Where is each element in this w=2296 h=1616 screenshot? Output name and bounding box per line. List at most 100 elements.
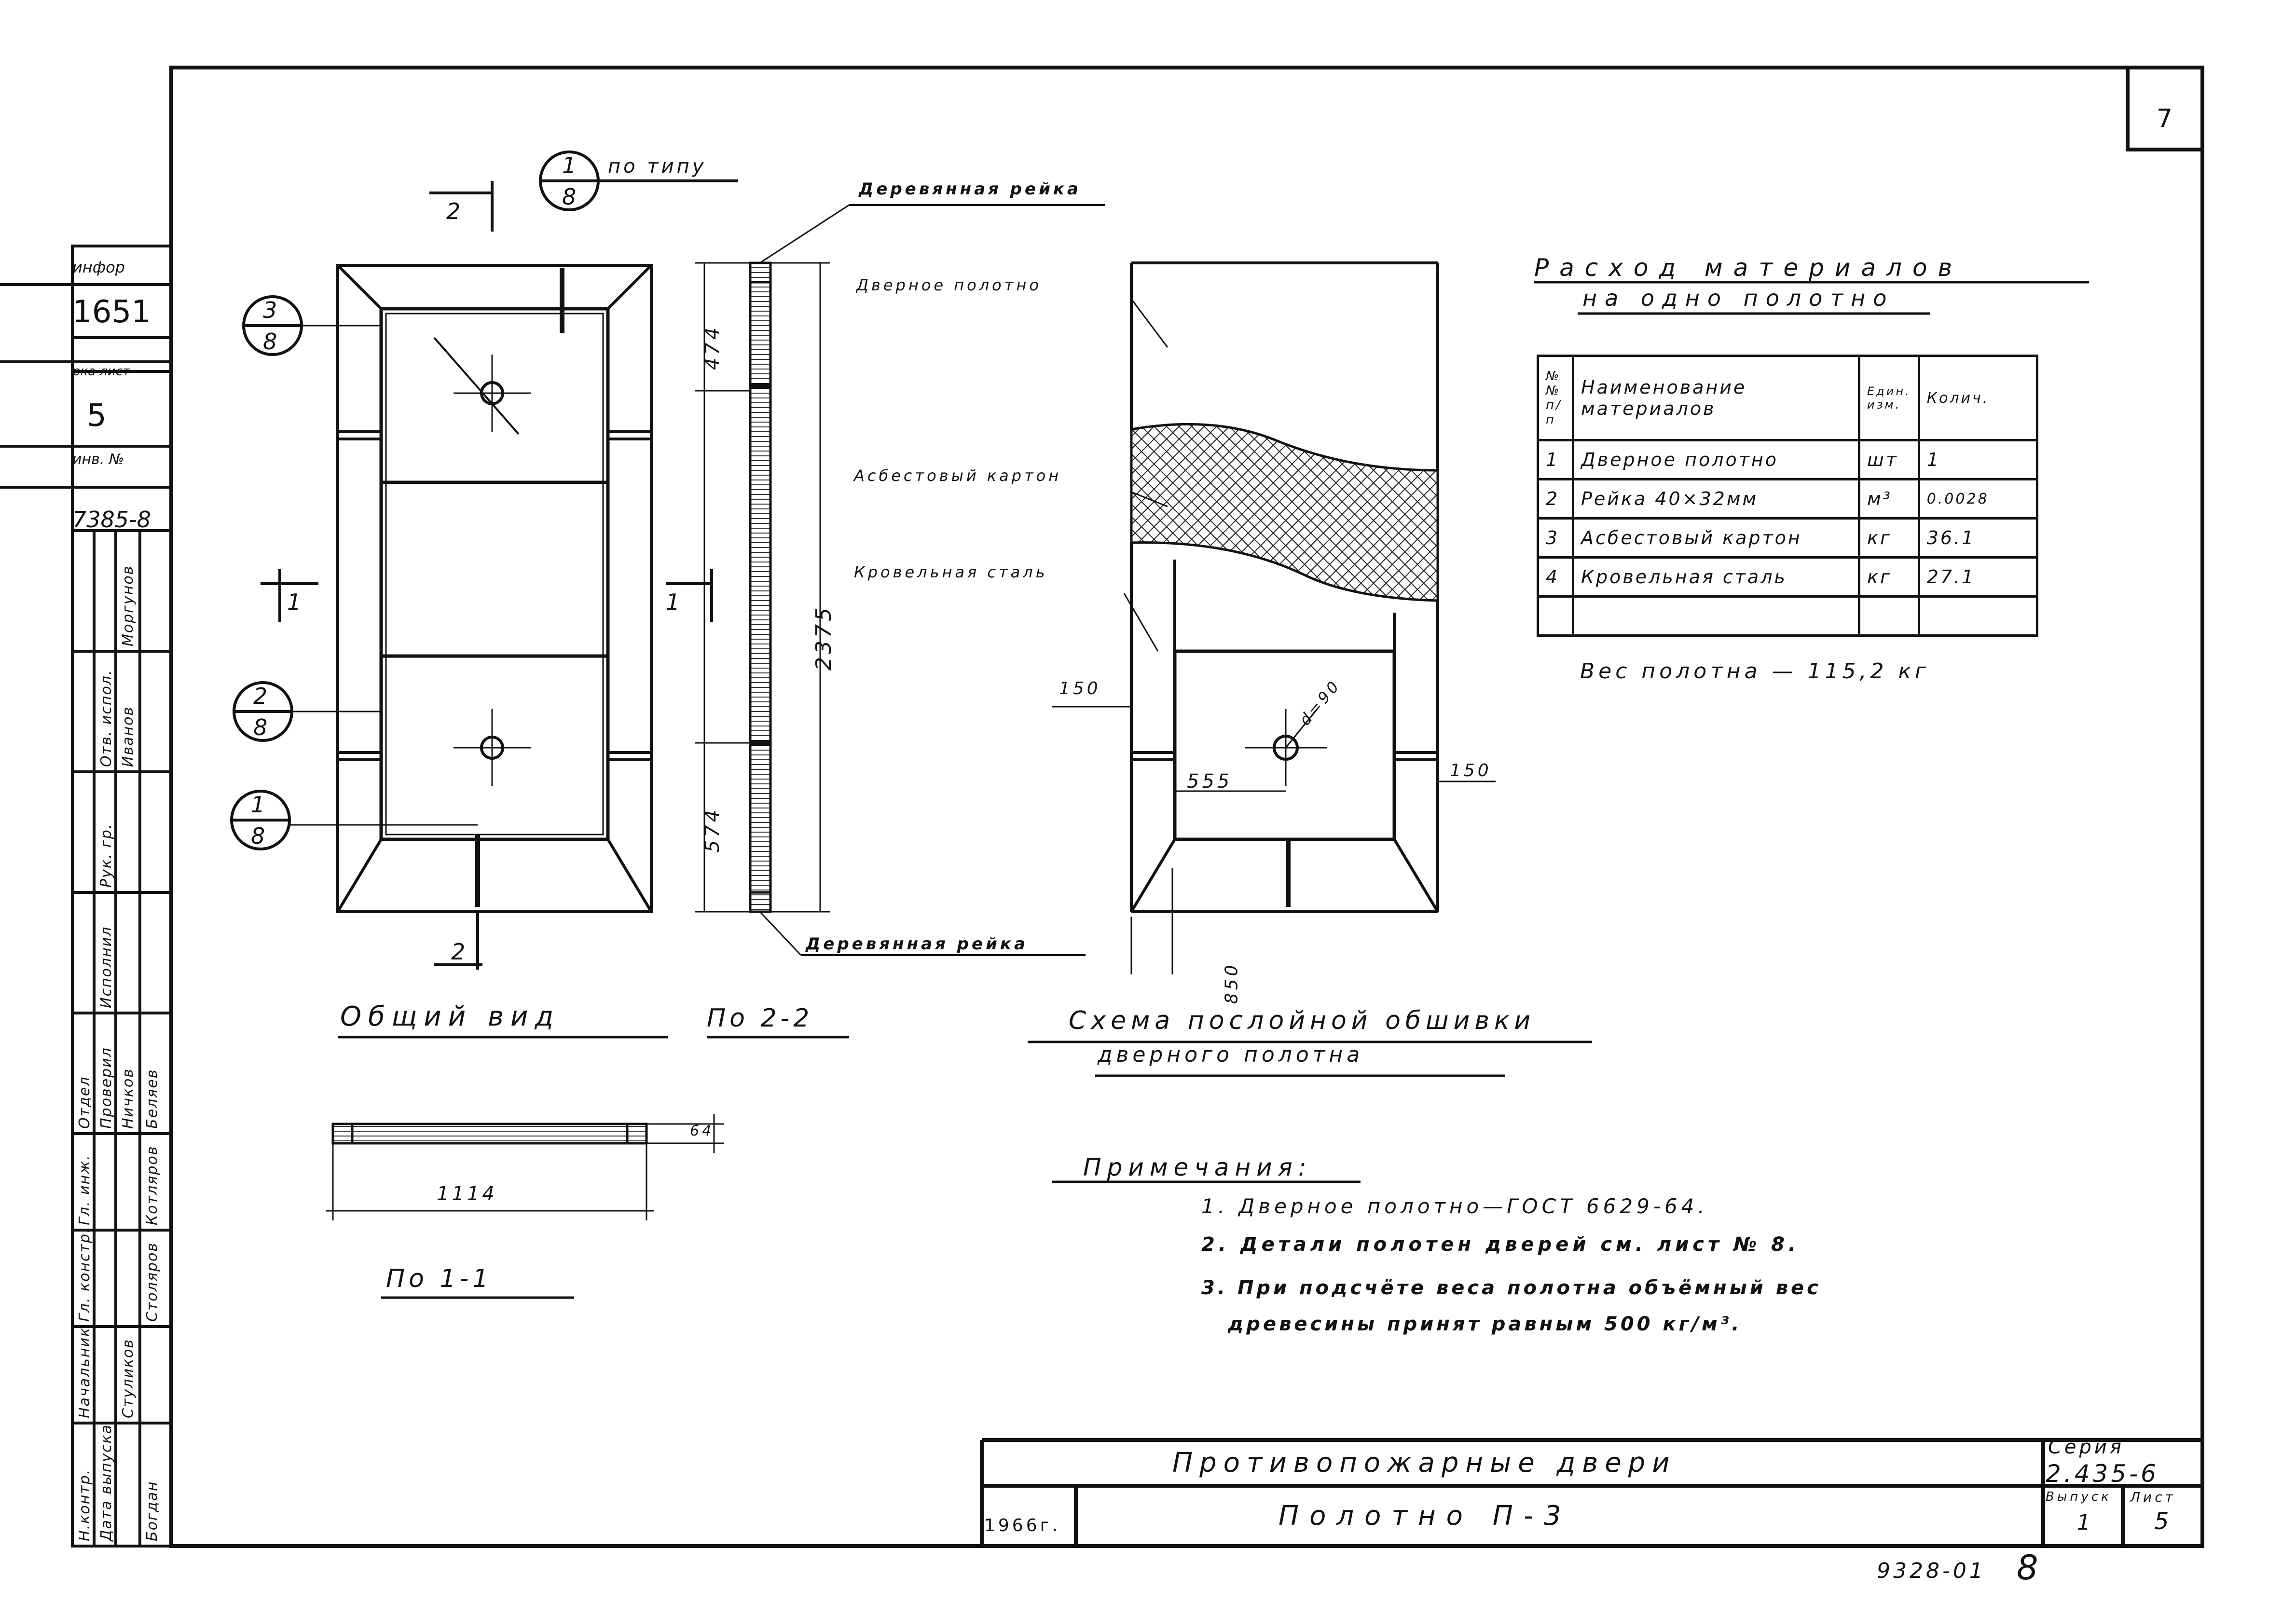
table-cell [1537,595,1574,637]
dim-64: 64 [690,1123,715,1139]
title-block-subtitle: Полотно П-3 [1279,1500,1572,1532]
table-row: 3 Асбестовый картон кг 36.1 [1537,517,2039,559]
bottom-sheet-mark: 8 [2017,1548,2041,1588]
table-cell: Рейка 40×32мм [1572,478,1860,520]
stamp-name: Столяров [144,1242,161,1322]
callout-note: по типу [608,155,707,178]
stamp-role: Исполнил [98,926,115,1008]
table-cell: кг [1858,517,1920,559]
stamp-inv-no-label: инв. № [72,451,124,468]
scheme-title-line2: дверного полотна [1098,1042,1364,1067]
table-header-row: №№ п/п Наименование материалов Един. изм… [1537,355,2039,441]
table-row: 1 Дверное полотно шт 1 [1537,439,2039,480]
label-door-leaf: Дверное полотно [856,276,1042,294]
table-cell: 2 [1537,478,1574,520]
stamp-sheet-label: рка лист [72,364,130,379]
label-steel: Кровельная сталь [854,563,1048,581]
stamp-name: Моргунов [120,565,137,646]
header-cell: Колич. [1917,355,2039,441]
sheet-value: 5 [2154,1508,2172,1535]
table-cell [1572,595,1860,637]
callout-top-number: 1 [251,792,268,818]
page-number: 7 [2157,104,2176,133]
stamp-inv-label: инфор [72,258,125,276]
dim-574: 574 [701,807,724,853]
section-mark: 1 [666,589,683,615]
general-view-caption: Общий вид [340,1001,561,1032]
stamp-role: Отв. испол. [98,669,115,767]
title-block-title: Противопожарные двери [1172,1447,1677,1479]
section-1-1-caption: По 1-1 [386,1264,493,1293]
callout-bottom-number: 8 [562,184,579,210]
table-row [1537,595,2039,637]
series-value: 2.435-6 [2046,1460,2159,1488]
drawing-number: 9328-01 [1877,1559,1986,1583]
note-item: 3. При подсчёте веса полотна объёмный ве… [1201,1277,1821,1299]
table-cell: шт [1858,439,1920,480]
header-cell: №№ п/п [1537,355,1574,441]
table-cell: кг [1858,556,1920,598]
materials-table: №№ п/п Наименование материалов Един. изм… [1537,355,2039,637]
stamp-name: Богдан [144,1480,161,1541]
stamp-name: Иванов [120,706,137,767]
note-item: древесины принят равным 500 кг/м³. [1228,1313,1742,1335]
title-block [980,281,2202,1546]
callout-top-number: 1 [562,152,579,178]
dim-555: 555 [1187,770,1233,793]
section-1-1-drawing [326,1114,724,1299]
scheme-drawing [1028,261,1592,1183]
section-mark: 2 [446,198,464,224]
stamp-role: Гл. инж. [76,1154,93,1225]
section-mark: 2 [451,939,468,965]
callout-bottom-number: 8 [263,329,280,355]
general-view-drawing [230,151,849,1039]
section-mark: 1 [287,589,304,615]
table-cell: Асбестовый картон [1572,517,1860,559]
scheme-title-line1: Схема послойной обшивки [1069,1006,1536,1035]
callout-top-number: 2 [253,683,271,709]
stamp-role: Проверил [98,1047,115,1129]
table-cell: 1 [1917,439,2039,480]
table-cell: 1 [1537,439,1574,480]
left-stamp [0,245,173,1548]
callout-bottom-number: 8 [251,823,268,849]
weight-note: Вес полотна — 115,2 кг [1580,659,1930,684]
stamp-role: Отдел [76,1076,93,1129]
dim-150-left: 150 [1059,679,1101,698]
section-2-2-drawing [695,204,1105,956]
stamp-name: Беляев [144,1068,161,1129]
table-cell [1858,595,1920,637]
stamp-role: Начальник [76,1327,93,1418]
table-cell: 27.1 [1917,556,2039,598]
materials-title-line1: Расход материалов [1534,254,1963,282]
note-item: 1. Дверное полотно—ГОСТ 6629-64. [1201,1194,1708,1218]
table-cell: м³ [1858,478,1920,520]
table-cell [1917,595,2039,637]
table-cell: Дверное полотно [1572,439,1860,480]
dim-2375: 2375 [811,605,836,671]
table-row: 2 Рейка 40×32мм м³ 0.0028 [1537,478,2039,520]
dim-150-right: 150 [1450,761,1492,781]
stamp-name: Ничков [120,1068,137,1129]
dim-1114: 1114 [437,1183,497,1205]
table-cell: 3 [1537,517,1574,559]
section-2-2-caption: По 2-2 [707,1004,813,1033]
title-block-year: 1966г. [984,1516,1060,1535]
label-asbestos: Асбестовый картон [854,466,1062,485]
dim-850: 850 [1222,962,1242,1004]
callout-top-number: 3 [263,297,280,323]
table-cell: 0.0028 [1917,478,2039,520]
issue-value: 1 [2077,1510,2093,1535]
table-cell: Кровельная сталь [1572,556,1860,598]
stamp-inv-value: 1651 [72,294,151,330]
stamp-sheet-value: 5 [87,398,107,434]
stamp-role: Рук. гр. [98,823,115,888]
sheet-frame [169,66,2204,1548]
stamp-role: Гл. констр. [76,1227,93,1322]
header-cell: Наименование материалов [1572,355,1860,441]
header-cell: Един. изм. [1858,355,1920,441]
table-cell: 4 [1537,556,1574,598]
label-bottom-rail: Деревянная рейка [806,934,1028,954]
table-row: 4 Кровельная сталь кг 27.1 [1537,556,2039,598]
